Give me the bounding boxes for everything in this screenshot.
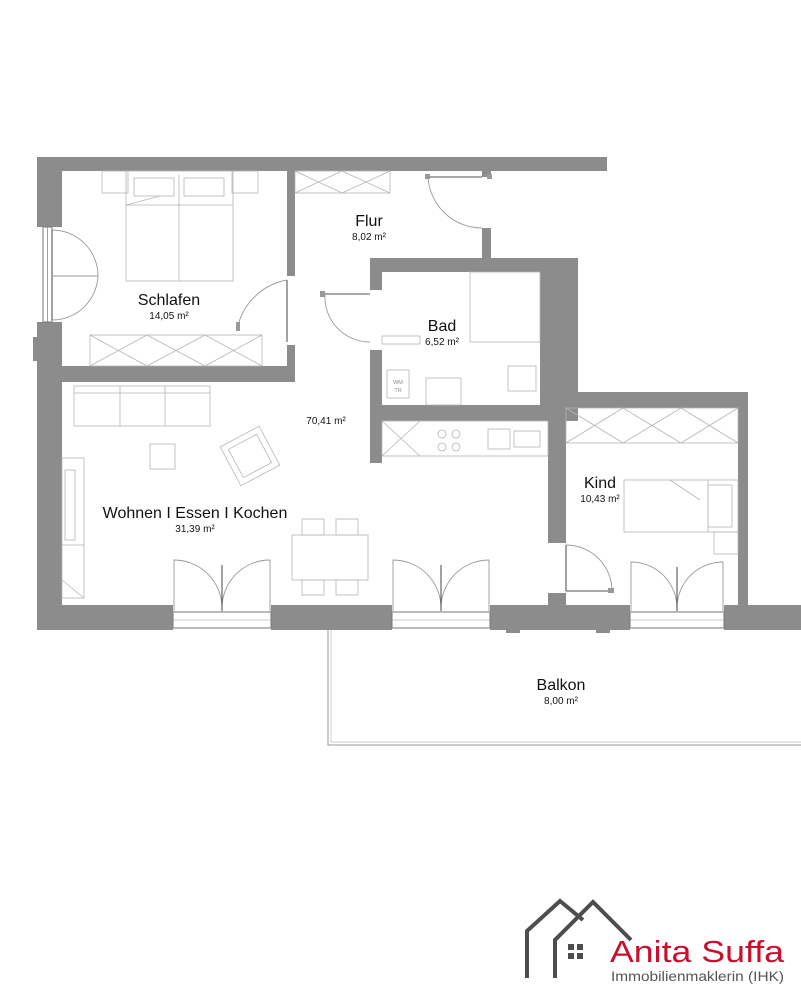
room-name-balkon: Balkon (537, 677, 586, 694)
doors (51, 174, 724, 611)
walls (33, 157, 801, 633)
total-area: 70,41 m² (306, 416, 346, 427)
room-area-schlafen: 14,05 m² (149, 311, 189, 322)
room-name-wohnen: Wohnen I Essen I Kochen (103, 505, 288, 522)
room-area-bad: 6,52 m² (425, 337, 460, 348)
furniture (61, 170, 739, 599)
window-frames (42, 226, 725, 629)
room-area-wohnen: 31,39 m² (175, 524, 215, 535)
brand-logo: Anita Suffa Immobilienmaklerin (IHK) (525, 898, 785, 984)
balcony-outline (327, 630, 801, 746)
room-area-flur: 8,02 m² (352, 232, 387, 243)
room-name-kind: Kind (584, 475, 616, 492)
room-area-kind: 10,43 m² (580, 494, 620, 505)
room-name-flur: Flur (355, 213, 383, 230)
room-area-balkon: 8,00 m² (544, 696, 579, 707)
room-labels: Schlafen 14,05 m² Flur 8,02 m² Bad 6,52 … (103, 213, 621, 707)
brand-subtitle: Immobilienmaklerin (IHK) (611, 969, 784, 984)
house-outline-icon (525, 898, 633, 978)
room-name-schlafen: Schlafen (138, 292, 200, 309)
brand-name: Anita Suffa (610, 934, 785, 969)
dryer-label: TR (394, 388, 401, 394)
washer-label: WM (393, 380, 403, 386)
room-name-bad: Bad (428, 318, 456, 335)
